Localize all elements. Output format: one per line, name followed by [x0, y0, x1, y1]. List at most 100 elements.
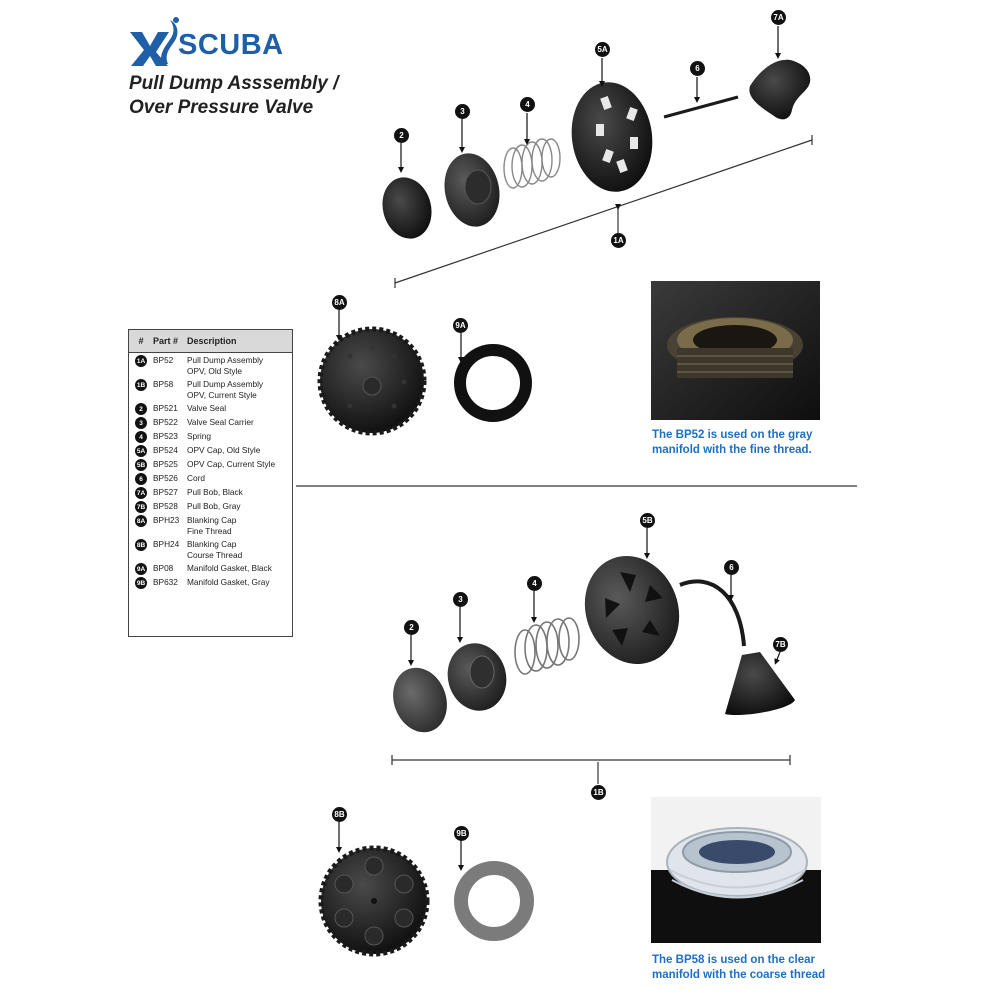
assembly-1b: [391, 555, 795, 784]
part-description: Valve Seal: [187, 403, 227, 413]
page-title: Pull Dump Asssembly / Over Pressure Valv…: [129, 72, 338, 120]
callout-4-bottom: 4: [527, 576, 542, 591]
caption-bp58-line-1: The BP58 is used on the clear: [652, 954, 815, 966]
callout-5a: 5A: [595, 42, 610, 57]
opv-cap-5a-vents: [596, 95, 638, 174]
header-description: Description: [187, 336, 237, 346]
table-row: 9B BP632 Manifold Gasket, Gray: [129, 577, 292, 589]
caption-bp58-line-2: manifold with the coarse thread: [652, 969, 826, 981]
caption-bp52-line-1: The BP52 is used on the gray: [652, 429, 813, 441]
blanking-cap-8a: [317, 326, 427, 436]
part-description: OPV Cap, Current Style: [187, 459, 276, 469]
caption-bp52: The BP52 is used on the gray manifold wi…: [652, 428, 812, 458]
logo-mark-icon: [130, 17, 179, 66]
pull-bob-7b: [725, 652, 795, 716]
callout-3-top: 3: [455, 104, 470, 119]
table-row: 9A BP08 Manifold Gasket, Black: [129, 563, 292, 575]
part-code: BP528: [153, 501, 178, 511]
header-num: #: [138, 336, 144, 346]
valve-seal-2-bottom: [393, 667, 447, 733]
cord-6-bottom: [679, 579, 746, 647]
part-code: BP523: [153, 431, 178, 441]
title-line-1: Pull Dump Asssembly /: [129, 73, 339, 94]
callout-2-top: 2: [394, 128, 409, 143]
assembly-1a-bracket: [394, 139, 813, 284]
pull-bob-7a: [749, 59, 811, 120]
table-row: 4 BP523 Spring: [129, 431, 292, 443]
opv-cap-5b: [584, 555, 680, 665]
part-description: Pull Bob, Gray: [187, 501, 241, 511]
table-row: 2 BP521 Valve Seal: [129, 403, 292, 415]
part-description: Manifold Gasket, Black: [187, 563, 272, 573]
part-description: Valve Seal Carrier: [187, 417, 254, 427]
part-code: BP08: [153, 563, 174, 573]
part-code: BP52: [153, 355, 174, 365]
part-number-badge: 9A: [135, 563, 147, 575]
header-part: Part #: [153, 336, 179, 346]
part-number-badge: 8B: [135, 539, 147, 551]
caption-bp58: The BP58 is used on the clear manifold w…: [652, 953, 825, 983]
part-description: Pull Bob, Black: [187, 487, 243, 497]
callout-8b: 8B: [332, 807, 347, 822]
part-code: BP521: [153, 403, 178, 413]
parts-table-header: # Part # Description: [129, 330, 292, 353]
opv-cap-5b-vents: [605, 572, 663, 646]
callout-6-top: 6: [690, 61, 705, 76]
part-code: BP58: [153, 379, 174, 389]
part-number-badge: 2: [135, 403, 147, 415]
blanking-cap-8b: [318, 845, 430, 957]
photo-gray-manifold: [651, 281, 820, 420]
part-code: BPH23: [153, 515, 180, 525]
part-number-badge: 9B: [135, 577, 147, 589]
part-description: Manifold Gasket, Gray: [187, 577, 270, 587]
part-number-badge: 7A: [135, 487, 147, 499]
assembly-1a: [382, 59, 813, 288]
part-code: BP522: [153, 417, 178, 427]
callout-7b: 7B: [773, 637, 788, 652]
callout-5b: 5B: [640, 513, 655, 528]
part-code: BPH24: [153, 539, 180, 549]
part-code: BP524: [153, 445, 178, 455]
part-number-badge: 1A: [135, 355, 147, 367]
part-code: BP527: [153, 487, 178, 497]
table-row: 7A BP527 Pull Bob, Black: [129, 487, 292, 499]
cord-6-top: [663, 95, 739, 119]
part-code: BP526: [153, 473, 178, 483]
part-description: Spring: [187, 431, 211, 441]
part-code: BP632: [153, 577, 178, 587]
callout-4-top: 4: [520, 97, 535, 112]
callout-1b: 1B: [591, 785, 606, 800]
part-number-badge: 4: [135, 431, 147, 443]
part-description: OPV Cap, Old Style: [187, 445, 261, 455]
spring-4-bottom: [514, 617, 580, 675]
caption-bp52-line-2: manifold with the fine thread.: [652, 444, 812, 456]
manifold-gasket-9b: [454, 861, 534, 941]
xs-scuba-logo: SCUBA: [128, 14, 308, 66]
callout-7a: 7A: [771, 10, 786, 25]
callout-9b: 9B: [454, 826, 469, 841]
callout-3-bottom: 3: [453, 592, 468, 607]
callout-1a: 1A: [611, 233, 626, 248]
part-number-badge: 8A: [135, 515, 147, 527]
opv-cap-5a: [571, 82, 653, 192]
part-number-badge: 6: [135, 473, 147, 485]
callout-8a: 8A: [332, 295, 347, 310]
callout-2-bottom: 2: [404, 620, 419, 635]
part-number-badge: 1B: [135, 379, 147, 391]
part-code: BP525: [153, 459, 178, 469]
title-line-2: Over Pressure Valve: [129, 97, 314, 118]
